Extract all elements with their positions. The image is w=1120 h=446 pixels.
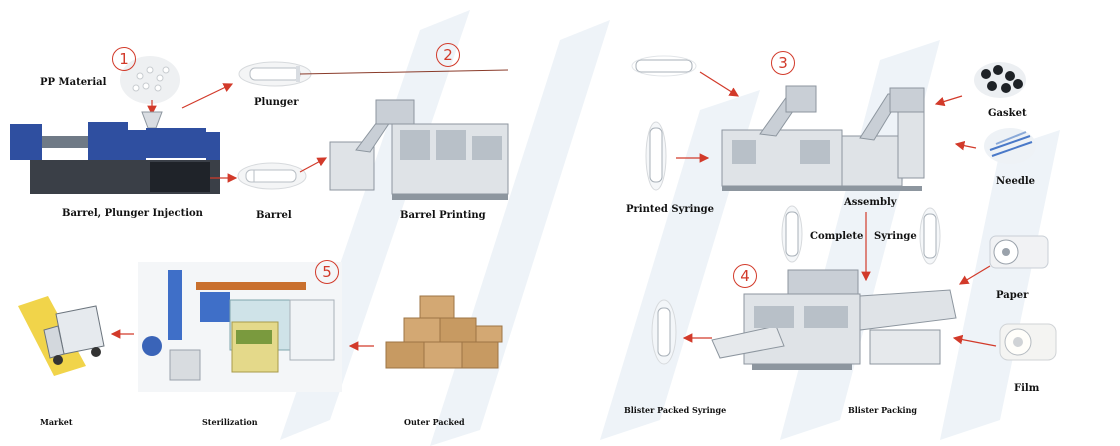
label-sterilization: Sterilization <box>202 417 258 427</box>
gasket-icon <box>974 62 1026 98</box>
label-blister-packed-syringe: Blister Packed Syringe <box>624 405 727 415</box>
step-number-1: 1 <box>112 47 136 71</box>
label-pp-material: PP Material <box>40 77 107 88</box>
label-syringe: Syringe <box>874 231 917 242</box>
label-market: Market <box>40 417 73 427</box>
label-assembly: Assembly <box>844 197 897 208</box>
step-number-5: 5 <box>315 260 339 284</box>
label-barrel-printing: Barrel Printing <box>400 210 486 221</box>
syringe-icon <box>919 207 941 265</box>
needle-icon <box>984 128 1036 164</box>
label-paper: Paper <box>996 290 1029 301</box>
pp-pellets-icon <box>120 56 180 104</box>
step-number-2: 2 <box>436 43 460 67</box>
syringe-icon <box>645 121 667 191</box>
truck-icon <box>18 296 105 376</box>
step-number-3: 3 <box>771 51 795 75</box>
syringe-icon <box>781 205 803 263</box>
label-injection: Barrel, Plunger Injection <box>62 208 203 219</box>
syringe-icon <box>651 299 677 365</box>
syringe-icon <box>631 55 697 77</box>
label-complete: Complete <box>810 231 864 242</box>
label-plunger: Plunger <box>254 97 299 108</box>
cartons-icon <box>385 295 503 369</box>
label-needle: Needle <box>996 176 1036 187</box>
film-roll-icon <box>999 323 1057 361</box>
label-barrel: Barrel <box>256 210 292 221</box>
label-gasket: Gasket <box>988 108 1027 119</box>
printing-machine-icon <box>329 99 509 200</box>
blister-machine-icon <box>711 269 957 370</box>
label-outer-packed: Outer Packed <box>404 417 465 427</box>
label-blister-packing: Blister Packing <box>848 405 917 415</box>
barrel-icon <box>237 162 307 190</box>
step-number-4: 4 <box>733 264 757 288</box>
label-film: Film <box>1014 383 1040 394</box>
assembly-machine-icon <box>721 85 925 191</box>
sterilizer-icon <box>138 262 342 392</box>
paper-roll-icon <box>989 235 1049 269</box>
label-printed-syringe: Printed Syringe <box>626 204 715 215</box>
injection-machine-icon <box>10 111 220 194</box>
